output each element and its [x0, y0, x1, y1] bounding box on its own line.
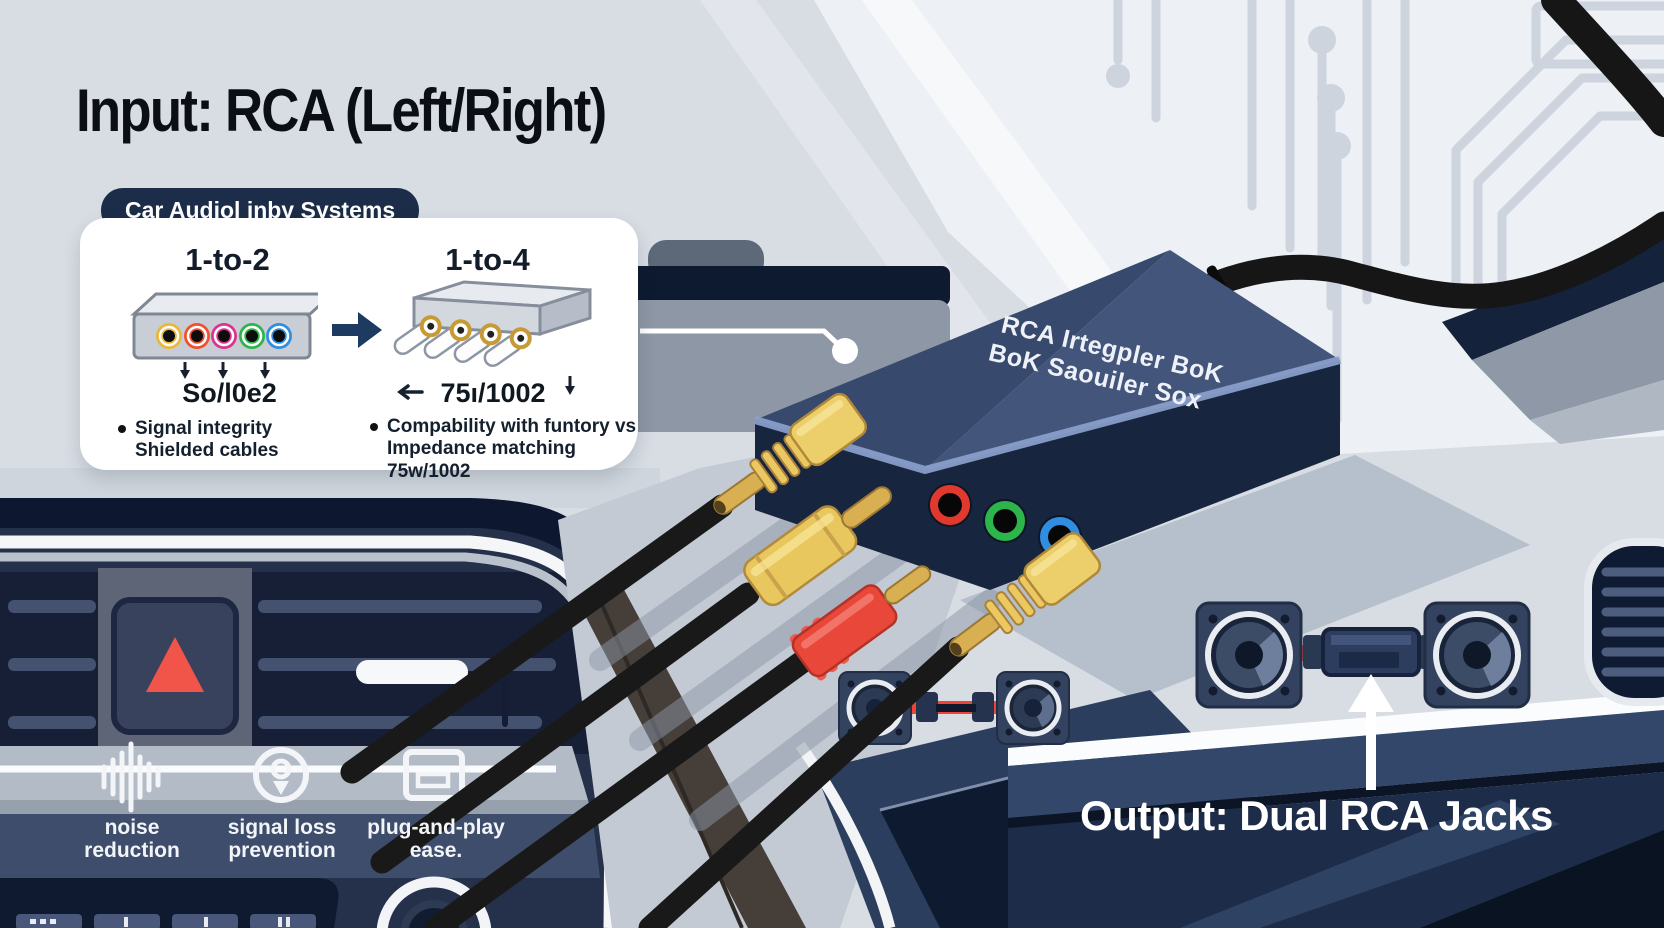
feature-label-noise-reduction: noise reduction — [84, 816, 180, 863]
bullet-signal-integrity: Signal integrity Shielded cables — [118, 418, 279, 463]
splitter-1to4-value: 75ı/1002 — [440, 378, 546, 408]
mini-jacks — [156, 323, 292, 349]
splitter-1to2-value: So/l0e2 — [182, 378, 277, 408]
rca-cable — [370, 582, 760, 874]
lower-right-panel — [1008, 692, 1664, 928]
feature-label-signal-loss: signal loss prevention — [227, 816, 337, 863]
hazard-triangle-icon — [146, 637, 204, 692]
down-arrow-icon — [565, 376, 575, 395]
rca-cable — [424, 650, 814, 928]
side-vent — [1584, 538, 1664, 706]
rca-jack-red — [928, 483, 972, 527]
output-arrow-icon — [1348, 674, 1394, 790]
mini-plugs — [393, 315, 532, 368]
splitter-1to4-heading: 1-to-4 — [445, 242, 530, 277]
rca-inline-connector — [1321, 627, 1421, 677]
console-buttons — [16, 914, 316, 928]
speaker-pair-large — [1195, 601, 1531, 790]
box-shadow — [960, 455, 1530, 700]
bullet-compatibility: Compability with funtory vs Impedance ma… — [370, 416, 636, 483]
rca-cable — [340, 494, 734, 784]
rca-cable — [638, 636, 970, 928]
vent-slider — [356, 660, 468, 684]
output-label: Output: Dual RCA Jacks — [1080, 792, 1553, 839]
bullet-dot — [118, 425, 126, 433]
leader-line — [640, 328, 858, 364]
splitter-comparison-card: 1-to-2 1-to-4 — [80, 218, 638, 482]
right-arrow-icon — [332, 312, 382, 348]
speaker-large-left — [1195, 601, 1303, 709]
rca-plug-gold-1 — [713, 392, 867, 515]
feature-label-band — [0, 814, 600, 878]
rca-plug-yellow — [743, 486, 892, 607]
rca-jack-green — [983, 499, 1027, 543]
left-arrow-icon — [397, 384, 424, 400]
splitter-1to4-graphic — [393, 280, 592, 368]
location-pin-icon — [253, 747, 309, 803]
speaker-large-right — [1423, 601, 1531, 709]
splitter-1to2-heading: 1-to-2 — [185, 242, 270, 277]
feature-label-plug-and-play: plug-and-play ease. — [367, 816, 505, 863]
rca-splitter-box: RCA Irtegpler BoK BoK Saouiler Sox — [753, 250, 1342, 590]
speaker-small-right — [996, 671, 1070, 745]
circuit-pattern — [700, 0, 1664, 462]
rca-connector-red — [789, 565, 932, 681]
bullet-dot — [370, 423, 378, 431]
hazard-button — [98, 568, 252, 756]
waveform-icon — [101, 741, 161, 813]
rca-cables-and-plugs — [340, 392, 1102, 928]
plug-card-icon — [403, 749, 465, 801]
power-cable — [1165, 0, 1664, 315]
rca-plug-gold-2 — [949, 532, 1102, 657]
page-title: Input: RCA (Left/Right) — [76, 77, 607, 144]
down-arrow-icons — [180, 362, 270, 379]
splitter-1to2-graphic — [130, 292, 318, 379]
